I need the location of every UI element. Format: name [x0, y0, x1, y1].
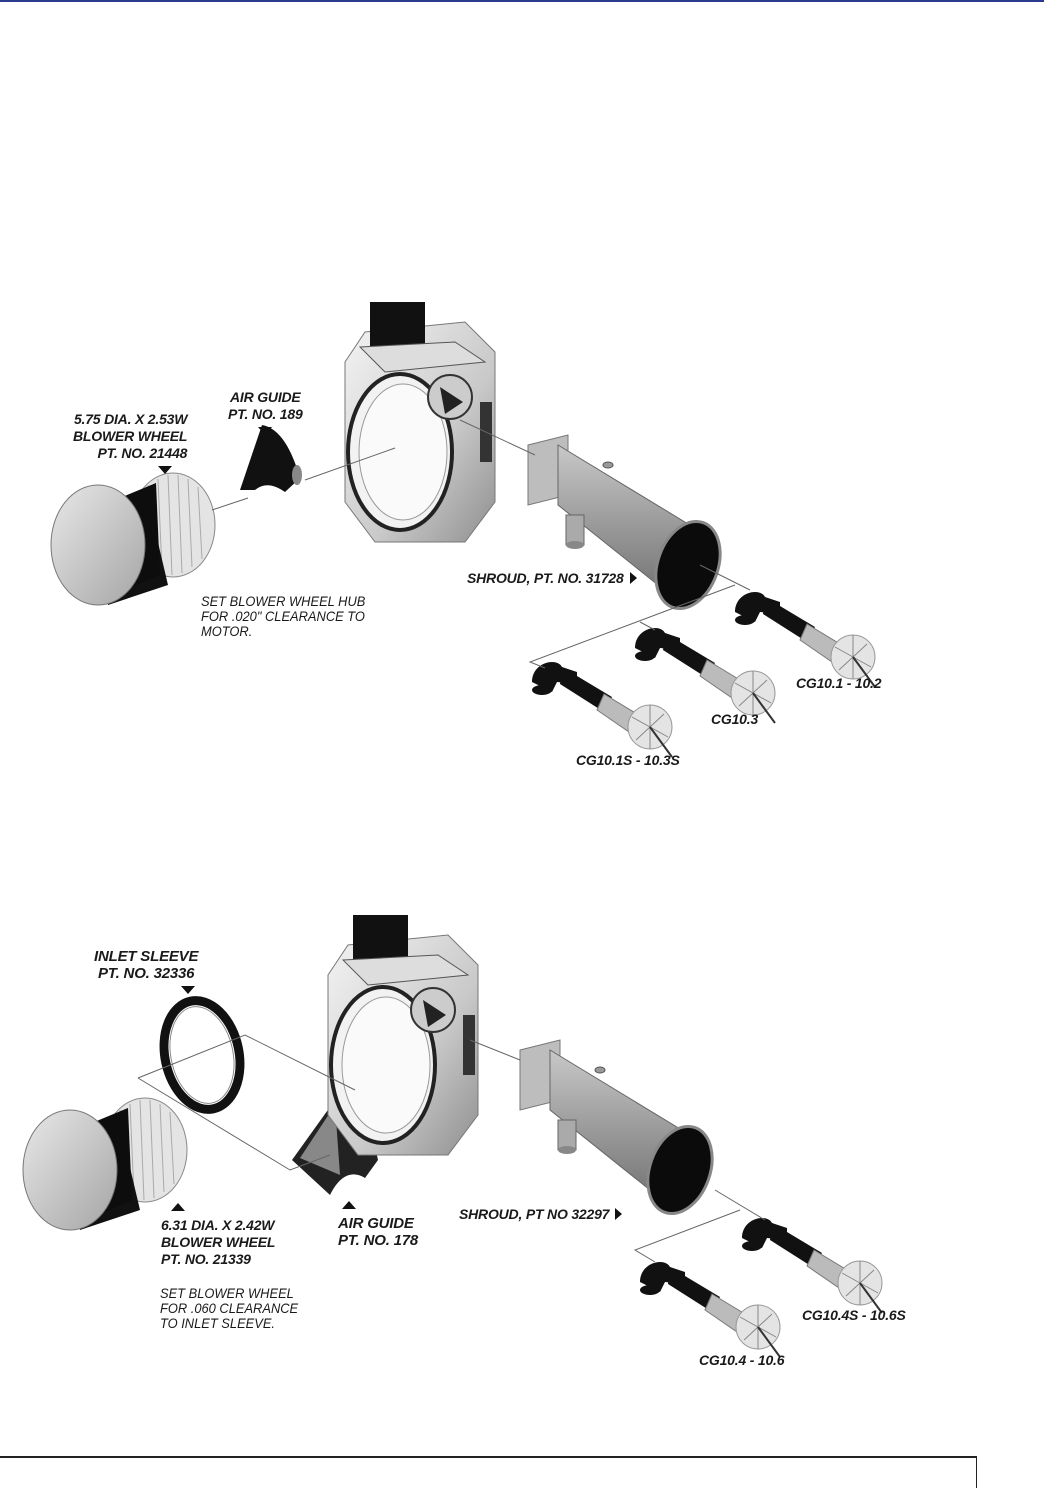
clearance-note-bottom: SET BLOWER WHEEL FOR .060 CLEARANCE TO I…: [160, 1286, 298, 1331]
shroud-label-bottom: SHROUD, PT NO 32297: [459, 1206, 623, 1223]
label-line: PT. NO. 189: [228, 406, 303, 422]
top-rule: [0, 0, 1044, 2]
blower-motor-top: [50, 472, 216, 606]
note-line: FOR .020" CLEARANCE TO: [201, 608, 365, 624]
label-line: PT. NO. 21448: [97, 445, 188, 461]
gun-label-cg10-1: CG10.1 - 10.2: [796, 675, 882, 691]
inlet-sleeve: [159, 996, 245, 1114]
label-line: 5.75 DIA. X 2.53W: [73, 411, 188, 427]
gun-assembly-cg10-4s: [741, 1217, 883, 1314]
burner-housing-top: [343, 300, 497, 544]
blower-wheel-label-top: 5.75 DIA. X 2.53W BLOWER WHEEL PT. NO. 2…: [73, 411, 187, 474]
label-line: PT. NO. 32336: [97, 965, 195, 982]
inlet-sleeve-label: INLET SLEEVE PT. NO. 32336: [94, 948, 198, 994]
air-guide-label-top: AIR GUIDE PT. NO. 189: [228, 389, 303, 435]
shroud-label-top: SHROUD, PT. NO. 31728: [467, 570, 637, 587]
note-line: TO INLET SLEEVE.: [160, 1315, 276, 1331]
gun-label-cg10-4s: CG10.4S - 10.6S: [802, 1307, 906, 1323]
note-line: MOTOR.: [201, 623, 253, 639]
connector-lines-top: [211, 419, 751, 669]
clearance-note-top: SET BLOWER WHEEL HUB FOR .020" CLEARANCE…: [201, 594, 365, 639]
pointer-down-icon: [158, 466, 172, 474]
label-text: SHROUD, PT. NO. 31728: [467, 570, 624, 586]
label-line: 6.31 DIA. X 2.42W: [161, 1217, 275, 1233]
air-guide-top: [240, 425, 302, 492]
label-line: PT. NO. 21339: [161, 1251, 251, 1267]
pointer-down-icon: [258, 427, 273, 435]
label-line: PT. NO. 178: [338, 1232, 419, 1249]
label-text: SHROUD, PT NO 32297: [459, 1206, 610, 1222]
pointer-up-icon: [342, 1201, 356, 1209]
note-line: SET BLOWER WHEEL HUB: [201, 593, 366, 609]
note-line: FOR .060 CLEARANCE: [160, 1300, 299, 1316]
shroud-bottom: [518, 1038, 726, 1225]
pointer-down-icon: [181, 986, 195, 994]
air-guide-label-bottom: AIR GUIDE PT. NO. 178: [338, 1201, 418, 1249]
note-line: SET BLOWER WHEEL: [160, 1285, 294, 1301]
label-line: INLET SLEEVE: [94, 948, 199, 965]
pointer-up-icon: [171, 1203, 185, 1211]
footer-frame: [0, 1456, 977, 1488]
shroud-top: [526, 433, 734, 620]
label-line: BLOWER WHEEL: [73, 428, 188, 444]
connector-lines-bottom: [137, 1034, 766, 1263]
blower-wheel-label-bottom: 6.31 DIA. X 2.42W BLOWER WHEEL PT. NO. 2…: [161, 1203, 275, 1268]
label-line: AIR GUIDE: [230, 389, 301, 405]
gun-label-cg10-1s: CG10.1S - 10.3S: [576, 752, 680, 768]
pointer-right-icon: [615, 1208, 623, 1220]
gun-label-cg10-4: CG10.4 - 10.6: [699, 1352, 785, 1368]
gun-assembly-cg10-4: [639, 1261, 781, 1358]
burner-housing-bottom: [326, 913, 480, 1157]
gun-assembly-cg10-1s: [531, 661, 673, 758]
pointer-right-icon: [629, 572, 637, 584]
label-line: BLOWER WHEEL: [161, 1234, 276, 1250]
gun-label-cg10-3: CG10.3: [711, 711, 759, 727]
label-line: AIR GUIDE: [338, 1215, 414, 1232]
